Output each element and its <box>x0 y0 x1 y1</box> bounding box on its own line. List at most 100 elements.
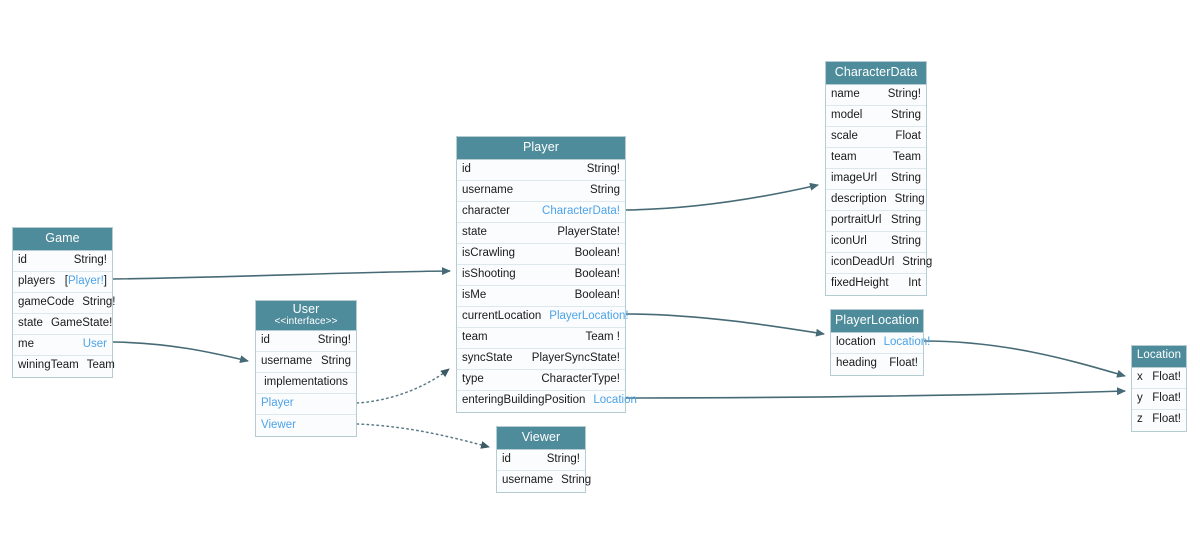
field-name: portraitUrl <box>831 213 882 226</box>
entity-player-location[interactable]: PlayerLocation location Location! headin… <box>830 309 930 376</box>
field-row[interactable]: state GameState! <box>13 313 113 335</box>
field-row[interactable]: isMe Boolean! <box>457 285 625 307</box>
field-row[interactable]: y Float! <box>1132 388 1186 410</box>
field-name: me <box>18 337 34 350</box>
entity-user[interactable]: User <<interface>> id String! username S… <box>255 300 357 437</box>
implementation-row-player[interactable]: Player <box>256 394 356 415</box>
field-row[interactable]: z Float! <box>1132 409 1186 431</box>
field-row[interactable]: id String! <box>497 449 585 471</box>
field-row[interactable]: username String <box>497 470 591 492</box>
field-row[interactable]: team Team <box>826 147 926 169</box>
field-row[interactable]: state PlayerState! <box>457 222 625 244</box>
implementation-row-viewer[interactable]: Viewer <box>256 415 356 436</box>
entity-location[interactable]: Location x Float! y Float! z Float! <box>1131 345 1187 432</box>
field-row[interactable]: username String <box>256 352 356 373</box>
field-type: Boolean! <box>574 288 620 301</box>
field-name: state <box>18 316 43 329</box>
field-row[interactable]: scale Float <box>826 126 926 148</box>
field-row[interactable]: isCrawling Boolean! <box>457 243 625 265</box>
field-type: String! <box>586 162 620 175</box>
field-type: Float! <box>889 357 918 370</box>
field-name: iconDeadUrl <box>831 255 895 268</box>
field-name: heading <box>836 357 877 370</box>
field-type: String! <box>82 295 116 308</box>
field-row[interactable]: fixedHeight Int <box>826 273 926 295</box>
field-row[interactable]: syncState PlayerSyncState! <box>457 348 625 370</box>
entity-user-stereotype: <<interface>> <box>274 315 338 327</box>
field-type: String! <box>546 452 580 465</box>
field-row[interactable]: players [Player!] <box>13 271 112 293</box>
field-row[interactable]: portraitUrl String <box>826 210 926 232</box>
field-type: String <box>320 355 351 368</box>
field-row[interactable]: id String! <box>13 250 112 272</box>
field-type: String <box>589 183 620 196</box>
field-row[interactable]: character CharacterData! <box>457 201 625 223</box>
field-row[interactable]: heading Float! <box>831 353 923 375</box>
field-type: Location! <box>883 335 931 348</box>
field-type: CharacterData! <box>542 204 620 217</box>
field-row[interactable]: enteringBuildingPosition Location <box>457 390 637 412</box>
implementation-name: Viewer <box>261 418 296 431</box>
field-name: state <box>462 225 487 238</box>
field-type: PlayerLocation! <box>549 309 629 322</box>
edge-playerlocation-location-to-location <box>923 340 1126 378</box>
implementations-label-row: implementations <box>256 373 356 394</box>
field-name: team <box>462 330 488 343</box>
edge-player-character-to-characterdata <box>625 182 819 211</box>
edge-user-implements-viewer <box>356 423 490 449</box>
field-row[interactable]: username String <box>457 180 625 202</box>
entity-game-title: Game <box>13 228 112 251</box>
entity-viewer[interactable]: Viewer id String! username String <box>496 426 591 493</box>
field-name: scale <box>831 129 858 142</box>
field-name: y <box>1137 391 1143 404</box>
field-type: Team ! <box>585 330 620 343</box>
field-row[interactable]: isShooting Boolean! <box>457 264 625 286</box>
field-row[interactable]: model String <box>826 105 926 127</box>
field-type: Float! <box>1152 391 1181 404</box>
field-name: enteringBuildingPosition <box>462 394 586 407</box>
field-name: imageUrl <box>831 171 878 184</box>
field-type: Int <box>908 277 921 290</box>
field-row[interactable]: currentLocation PlayerLocation! <box>457 306 629 328</box>
field-type: GameState! <box>50 316 113 329</box>
field-row[interactable]: gameCode String! <box>13 292 116 314</box>
entity-character-data[interactable]: CharacterData name String! model String … <box>825 61 932 296</box>
field-row[interactable]: team Team ! <box>457 327 625 349</box>
field-row[interactable]: winingTeam Team <box>13 355 115 377</box>
field-row[interactable]: me User <box>13 334 112 356</box>
field-name: isMe <box>462 288 487 301</box>
implementation-name: Player <box>261 397 294 410</box>
field-row[interactable]: iconUrl String <box>826 231 926 253</box>
field-row[interactable]: iconDeadUrl String <box>826 252 932 274</box>
field-row[interactable]: imageUrl String <box>826 168 926 190</box>
field-name: isShooting <box>462 267 516 280</box>
edge-game-players-to-player <box>112 267 451 280</box>
field-type: Float! <box>1152 370 1181 383</box>
field-row[interactable]: type CharacterType! <box>457 369 625 391</box>
field-type: String <box>890 234 921 247</box>
field-row[interactable]: location Location! <box>831 332 930 354</box>
field-row[interactable]: description String <box>826 189 926 211</box>
entity-viewer-title: Viewer <box>497 427 585 450</box>
field-type: String <box>894 192 925 205</box>
field-row[interactable]: id String! <box>457 159 625 181</box>
entity-location-title: Location <box>1132 346 1186 368</box>
field-row[interactable]: id String! <box>256 331 356 352</box>
field-type: String <box>561 474 592 487</box>
entity-user-name: User <box>292 302 320 316</box>
field-name: description <box>831 192 887 205</box>
field-name: character <box>462 204 510 217</box>
field-type: String! <box>73 253 107 266</box>
field-row[interactable]: name String! <box>826 84 926 106</box>
entity-player[interactable]: Player id String! username String charac… <box>456 136 637 413</box>
field-name: winingTeam <box>18 359 79 372</box>
field-type: CharacterType! <box>541 372 620 385</box>
field-row[interactable]: x Float! <box>1132 367 1186 389</box>
entity-player-title: Player <box>457 137 625 160</box>
field-name: model <box>831 108 863 121</box>
entity-game[interactable]: Game id String! players [Player!] gameCo… <box>12 227 116 378</box>
field-name: x <box>1137 370 1143 383</box>
field-name: syncState <box>462 351 513 364</box>
field-type: Float! <box>1152 413 1181 426</box>
